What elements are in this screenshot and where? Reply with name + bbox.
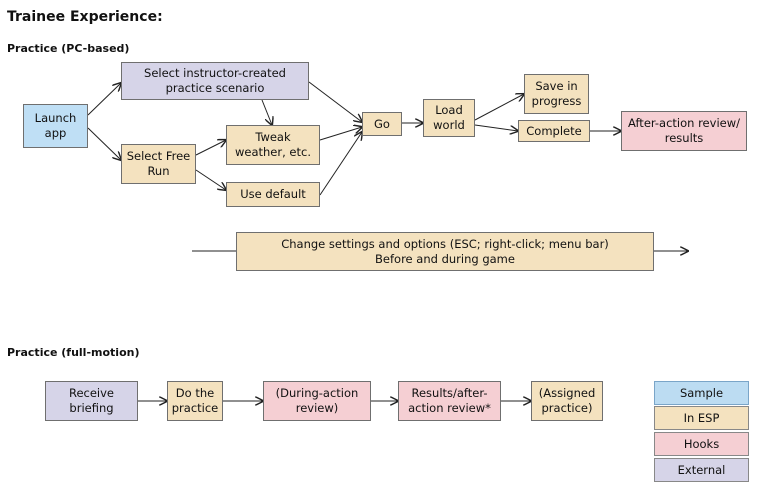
go-node: Go	[362, 112, 402, 136]
do-the-practice-node: Do the practice	[167, 381, 223, 421]
after-action-review-node: After-action review/ results	[621, 111, 747, 151]
legend-sample: Sample	[654, 381, 749, 405]
arrow-default-to-go	[319, 132, 362, 196]
section-heading-pc: Practice (PC-based)	[7, 42, 130, 55]
legend-in-esp: In ESP	[654, 406, 749, 430]
arrow-load-to-complete	[474, 124, 518, 131]
legend-hooks: Hooks	[654, 432, 749, 456]
receive-briefing-node: Receive briefing	[45, 381, 138, 421]
change-settings-node: Change settings and options (ESC; right-…	[236, 232, 654, 271]
page-title: Trainee Experience:	[7, 9, 163, 25]
arrow-free-run-to-tweak	[195, 140, 226, 156]
results-after-action-node: Results/after- action review*	[398, 381, 501, 421]
launch-app-node: Launch app	[23, 104, 88, 148]
arrow-tweak-to-go	[319, 127, 362, 141]
tweak-weather-node: Tweak weather, etc.	[226, 125, 320, 165]
select-instructor-scenario-node: Select instructor-created practice scena…	[121, 62, 309, 100]
arrow-load-to-save	[474, 94, 524, 121]
load-world-node: Load world	[423, 99, 475, 137]
during-action-review-node: (During-action review)	[263, 381, 371, 421]
assigned-practice-node: (Assigned practice)	[531, 381, 603, 421]
arrow-free-run-to-default	[195, 169, 226, 190]
select-free-run-node: Select Free Run	[121, 144, 196, 184]
save-in-progress-node: Save in progress	[524, 74, 589, 114]
use-default-node: Use default	[226, 182, 320, 207]
section-heading-full-motion: Practice (full-motion)	[7, 346, 140, 359]
complete-node: Complete	[518, 120, 590, 142]
arrow-instructor-to-tweak	[261, 99, 272, 125]
arrow-launch-to-instructor	[87, 83, 121, 116]
arrow-launch-to-free-run	[87, 127, 121, 160]
legend-external: External	[654, 458, 749, 482]
arrow-instructor-to-go	[308, 81, 362, 122]
